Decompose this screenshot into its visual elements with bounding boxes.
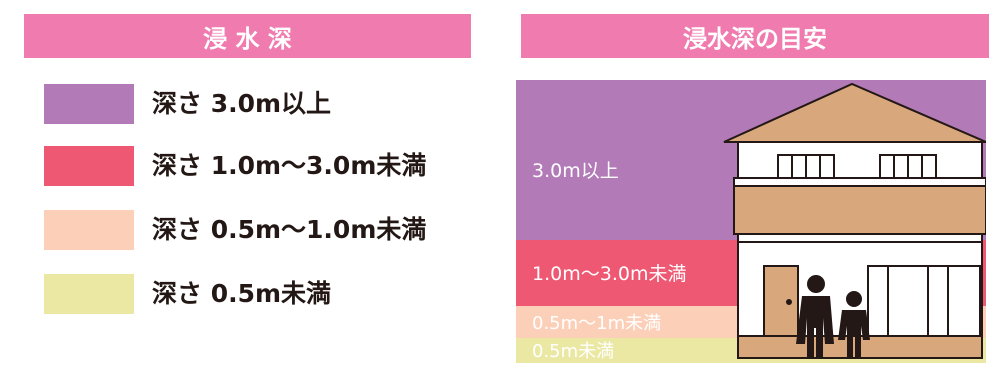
legend-header: 浸 水 深 — [24, 14, 471, 58]
legend-swatch — [44, 210, 134, 250]
child-person-icon — [838, 291, 870, 358]
flood-depth-diagram: 3.0m以上 1.0m～3.0m未満 0.5m～1m未満 0.5m未満 — [516, 80, 986, 363]
band-label-05m-1m: 0.5m～1m未満 — [532, 313, 661, 334]
guide-header: 浸水深の目安 — [521, 14, 989, 58]
legend-swatch — [44, 146, 134, 186]
guide-title: 浸水深の目安 — [683, 24, 827, 53]
legend-label: 深さ 1.0m～3.0m未満 — [152, 151, 427, 180]
band-label-under-05m: 0.5m未満 — [532, 341, 614, 362]
band-label-3m-plus: 3.0m以上 — [532, 160, 619, 182]
legend-title: 浸 水 深 — [203, 24, 292, 53]
legend-swatch — [44, 274, 134, 314]
legend-swatch — [44, 84, 134, 124]
adult-person-icon — [796, 275, 834, 358]
legend-label: 深さ 0.5m未満 — [152, 279, 332, 308]
band-label-1m-3m: 1.0m～3.0m未満 — [532, 263, 686, 285]
legend-label: 深さ 0.5m～1.0m未満 — [152, 215, 427, 244]
legend-label: 深さ 3.0m以上 — [152, 89, 332, 118]
